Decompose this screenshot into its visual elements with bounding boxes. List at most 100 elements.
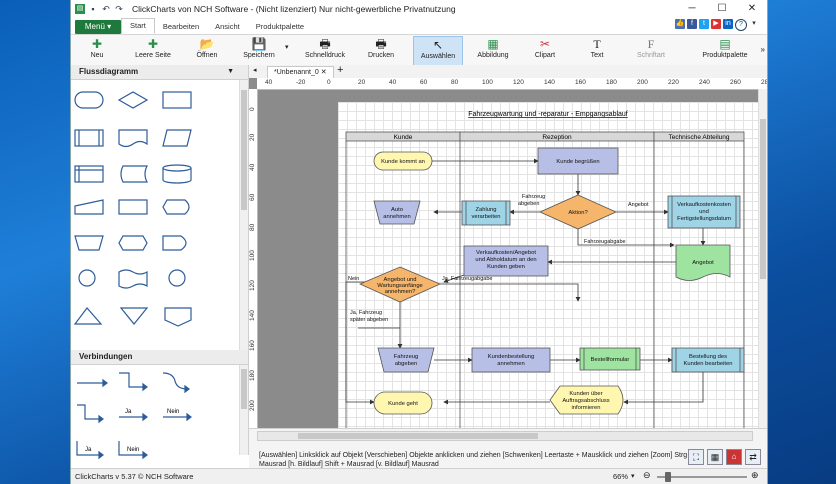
node-aktion [539,194,617,230]
connect-icon[interactable]: ⇄ [745,449,761,465]
connections-section-header[interactable]: Verbindungen [71,350,248,365]
node-zahlung [461,200,511,226]
shape-panel: Flussdiagramm ▼ [71,65,249,460]
ruler-label: 0 [327,79,331,86]
select-tool-button[interactable]: ↖ Auswählen [413,36,463,66]
preparation-shape [118,235,148,251]
ruler-label: 240 [699,79,710,86]
tab-scroll-left-icon[interactable]: ◂ [253,67,257,74]
ruler-label: 80 [249,223,256,231]
tab-start[interactable]: Start [121,18,155,34]
edge [440,283,581,302]
or-shape [168,269,186,287]
ruler-label: 260 [730,79,741,86]
zoom-out-icon[interactable]: ⊖ [643,470,651,480]
tab-ansicht[interactable]: Ansicht [215,22,240,31]
node-auto-annehmen [373,200,421,225]
node-label: Fertigstellungsdatum [677,216,731,222]
undo-icon[interactable]: ↶ [102,4,110,14]
app-window: ▤ ▪ ↶ ↷ ClickCharts von NCH Software - (… [70,0,768,484]
ruler-label: 140 [544,79,555,86]
tab-produktpalette[interactable]: Produktpalette [255,22,305,31]
stored-data-shape [120,165,148,183]
punched-tape-shape [118,269,148,289]
add-tab-button[interactable]: + [337,64,344,76]
connections-scrollbar[interactable] [239,365,248,455]
ruler-label: 100 [249,250,256,261]
fit-page-icon[interactable]: ⛶ [688,449,704,465]
merge-shape [119,307,149,325]
node-verkauf [667,195,741,229]
print-button[interactable]: 🖶 Drucken [367,37,395,59]
open-button[interactable]: 📂 Öffnen [196,37,218,59]
nch-icon[interactable]: ⌂ [726,449,742,465]
shape-button[interactable]: ▦ Abbildung [477,37,509,59]
node-label: Kunde begrüßen [556,159,599,165]
quick-print-button[interactable]: 🖶 Schnelldruck [304,37,346,59]
node-label: Bestellformular [591,357,630,363]
node-label: verarbeiten [471,214,500,220]
help-icon[interactable]: ? [735,19,747,31]
twitter-icon[interactable]: t [699,19,709,29]
node-label: Angebot und [384,277,417,283]
ruler-label: 180 [249,370,256,381]
product-palette-button[interactable]: ▤ Produktpalette [702,37,748,59]
chevron-down-icon[interactable]: ▾ [752,20,756,27]
ruler-label: 20 [249,133,256,141]
ruler-label: 20 [358,79,366,86]
window-title: ClickCharts von NCH Software - (Nicht li… [132,4,456,14]
diagram-page[interactable]: Fahrzeugwartung und -reparatur - Empgang… [338,102,758,428]
grid-icon[interactable]: ▦ [707,449,723,465]
edge-label: Ja, Fahrzeug [350,310,382,316]
linkedin-icon[interactable]: in [723,19,733,29]
node-label: Aktion? [568,210,588,216]
save-icon: 💾 [251,37,267,51]
save-icon[interactable]: ▪ [91,4,95,14]
like-icon[interactable]: 👍 [675,19,685,29]
zoom-slider-thumb[interactable] [665,472,671,482]
save-dropdown-icon[interactable]: ▾ [285,44,289,51]
node-label: Verkaufkosten/Angebot [476,250,536,256]
clipart-button[interactable]: ✂ Clipart [534,37,556,59]
chevron-down-icon: ▼ [227,68,234,75]
zoom-in-icon[interactable]: ⊕ [751,470,759,480]
facebook-icon[interactable]: f [687,19,697,29]
node-fahrzeug-abgeben [377,347,435,373]
extract-shape [73,307,103,325]
node-label: informieren [572,405,601,411]
close-button[interactable]: ✕ [747,3,757,14]
version-text: ClickCharts v 5.37 © NCH Software [75,472,194,481]
minimize-button[interactable]: ─ [688,3,696,14]
canvas-horizontal-scrollbar[interactable] [257,431,753,441]
connector-label-nein: Nein [167,409,179,415]
predefined-process-shape [74,129,104,147]
elbow-arrow-ja [76,441,99,456]
main-menu-button[interactable]: Menü ▾ [75,20,121,34]
document-tab[interactable]: *Unbenannt_0 ✕ [267,66,334,79]
node-label: Kunde kommt an [381,159,425,165]
ribbon-more-icon[interactable]: » [760,45,765,54]
node-bestellung-bearbeiten [671,347,745,373]
flowchart-diagram: Fahrzeugwartung und -reparatur - Empgang… [345,111,745,428]
youtube-icon[interactable]: ▶ [711,19,721,29]
shapes-scrollbar[interactable] [239,80,248,350]
save-button[interactable]: 💾 Speichern [243,37,275,59]
cursor-icon: ↖ [432,38,444,52]
printer-icon: 🖶 [319,37,331,51]
text-button[interactable]: T Text [590,37,604,59]
flowchart-section-header[interactable]: Flussdiagramm ▼ [71,65,248,80]
redo-icon[interactable]: ↷ [115,4,123,14]
node-label: Bestellung des [689,354,727,360]
blank-page-button[interactable]: ✚ Leere Seite [135,37,171,59]
zoom-slider[interactable] [657,472,747,482]
tab-bearbeiten[interactable]: Bearbeiten [162,22,200,31]
zoom-dropdown-icon[interactable]: ▾ [631,473,635,480]
app-icon: ▤ [75,4,85,14]
node-label: Auto [391,207,403,213]
font-button[interactable]: F Schriftart [636,37,665,59]
canvas-vertical-scrollbar[interactable] [758,89,767,428]
new-button[interactable]: ✚ Neu [90,37,104,59]
maximize-button[interactable]: ☐ [717,3,727,14]
